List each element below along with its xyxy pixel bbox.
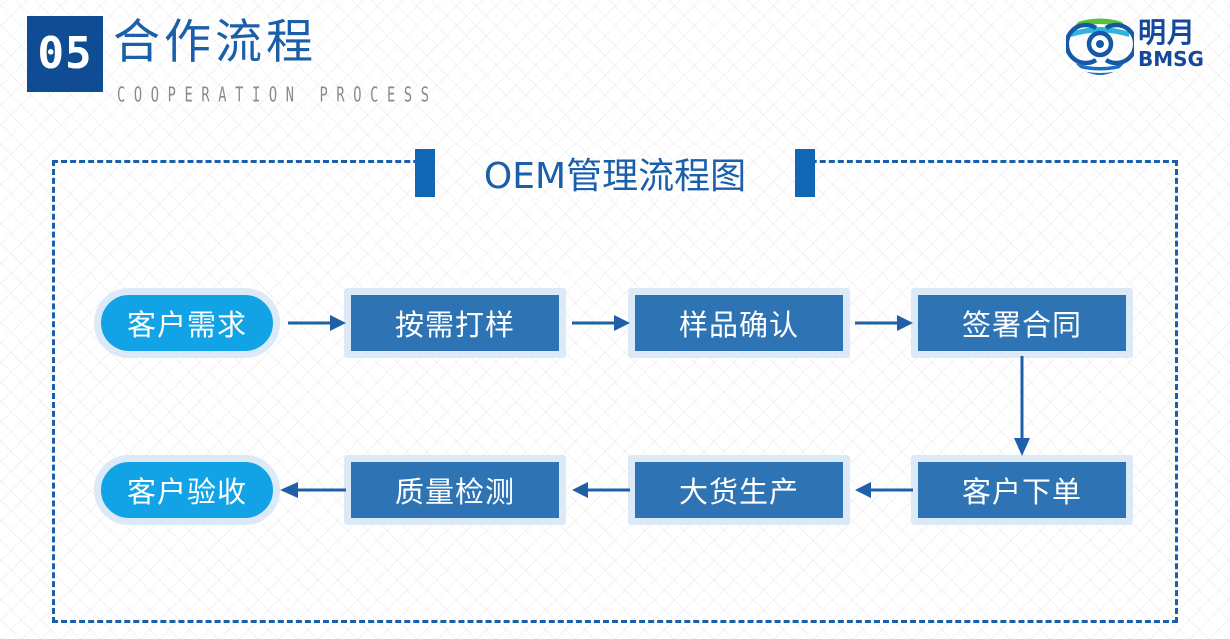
page-subtitle: COOPERATION PROCESS bbox=[117, 83, 438, 107]
globe-logo-icon bbox=[1066, 18, 1134, 75]
diagram-title: OEM管理流程图 bbox=[483, 155, 747, 197]
node-label: 按需打样 bbox=[394, 308, 515, 342]
slide-header: 05 合作流程 COOPERATION PROCESS bbox=[0, 0, 1230, 120]
node-label: 客户下单 bbox=[961, 475, 1082, 509]
arrow-customer-demand-to-sampling bbox=[288, 314, 346, 332]
node-sign-contract[interactable]: 签署合同 bbox=[911, 288, 1133, 358]
logo-name-en: BMSG bbox=[1138, 47, 1204, 71]
section-number-text: 05 bbox=[37, 28, 93, 79]
page-title: 合作流程 bbox=[113, 15, 317, 70]
diagram-frame bbox=[52, 160, 1178, 623]
node-label: 客户验收 bbox=[126, 475, 247, 509]
node-customer-demand[interactable]: 客户需求 bbox=[94, 288, 280, 358]
arrow-quality-check-to-customer-acceptance bbox=[280, 481, 346, 499]
node-label: 大货生产 bbox=[678, 475, 799, 509]
logo-wordmark: 明月 BMSG bbox=[1138, 16, 1204, 71]
node-bulk-production[interactable]: 大货生产 bbox=[628, 455, 850, 525]
node-label: 签署合同 bbox=[961, 308, 1082, 342]
arrow-place-order-to-bulk-production bbox=[855, 481, 913, 499]
section-number-badge: 05 bbox=[27, 16, 103, 92]
node-customer-acceptance[interactable]: 客户验收 bbox=[94, 455, 280, 525]
arrow-sample-confirm-to-sign-contract bbox=[855, 314, 913, 332]
node-label: 客户需求 bbox=[126, 308, 247, 342]
node-quality-inspection[interactable]: 质量检测 bbox=[344, 455, 566, 525]
arrow-bulk-production-to-quality-check bbox=[572, 481, 630, 499]
title-bar-right-icon bbox=[795, 148, 815, 197]
node-customer-place-order[interactable]: 客户下单 bbox=[911, 455, 1133, 525]
node-label: 样品确认 bbox=[678, 308, 799, 342]
arrow-sampling-to-sample-confirm bbox=[572, 314, 630, 332]
logo-name-cn: 明月 bbox=[1138, 16, 1197, 49]
node-sampling-on-demand[interactable]: 按需打样 bbox=[344, 288, 566, 358]
title-bar-left-icon bbox=[415, 148, 435, 197]
company-logo: 明月 BMSG bbox=[1066, 8, 1218, 80]
node-sample-confirmation[interactable]: 样品确认 bbox=[628, 288, 850, 358]
arrow-sign-contract-to-place-order bbox=[1013, 356, 1031, 458]
diagram-title-group: OEM管理流程图 bbox=[415, 145, 815, 200]
node-label: 质量检测 bbox=[394, 475, 515, 509]
